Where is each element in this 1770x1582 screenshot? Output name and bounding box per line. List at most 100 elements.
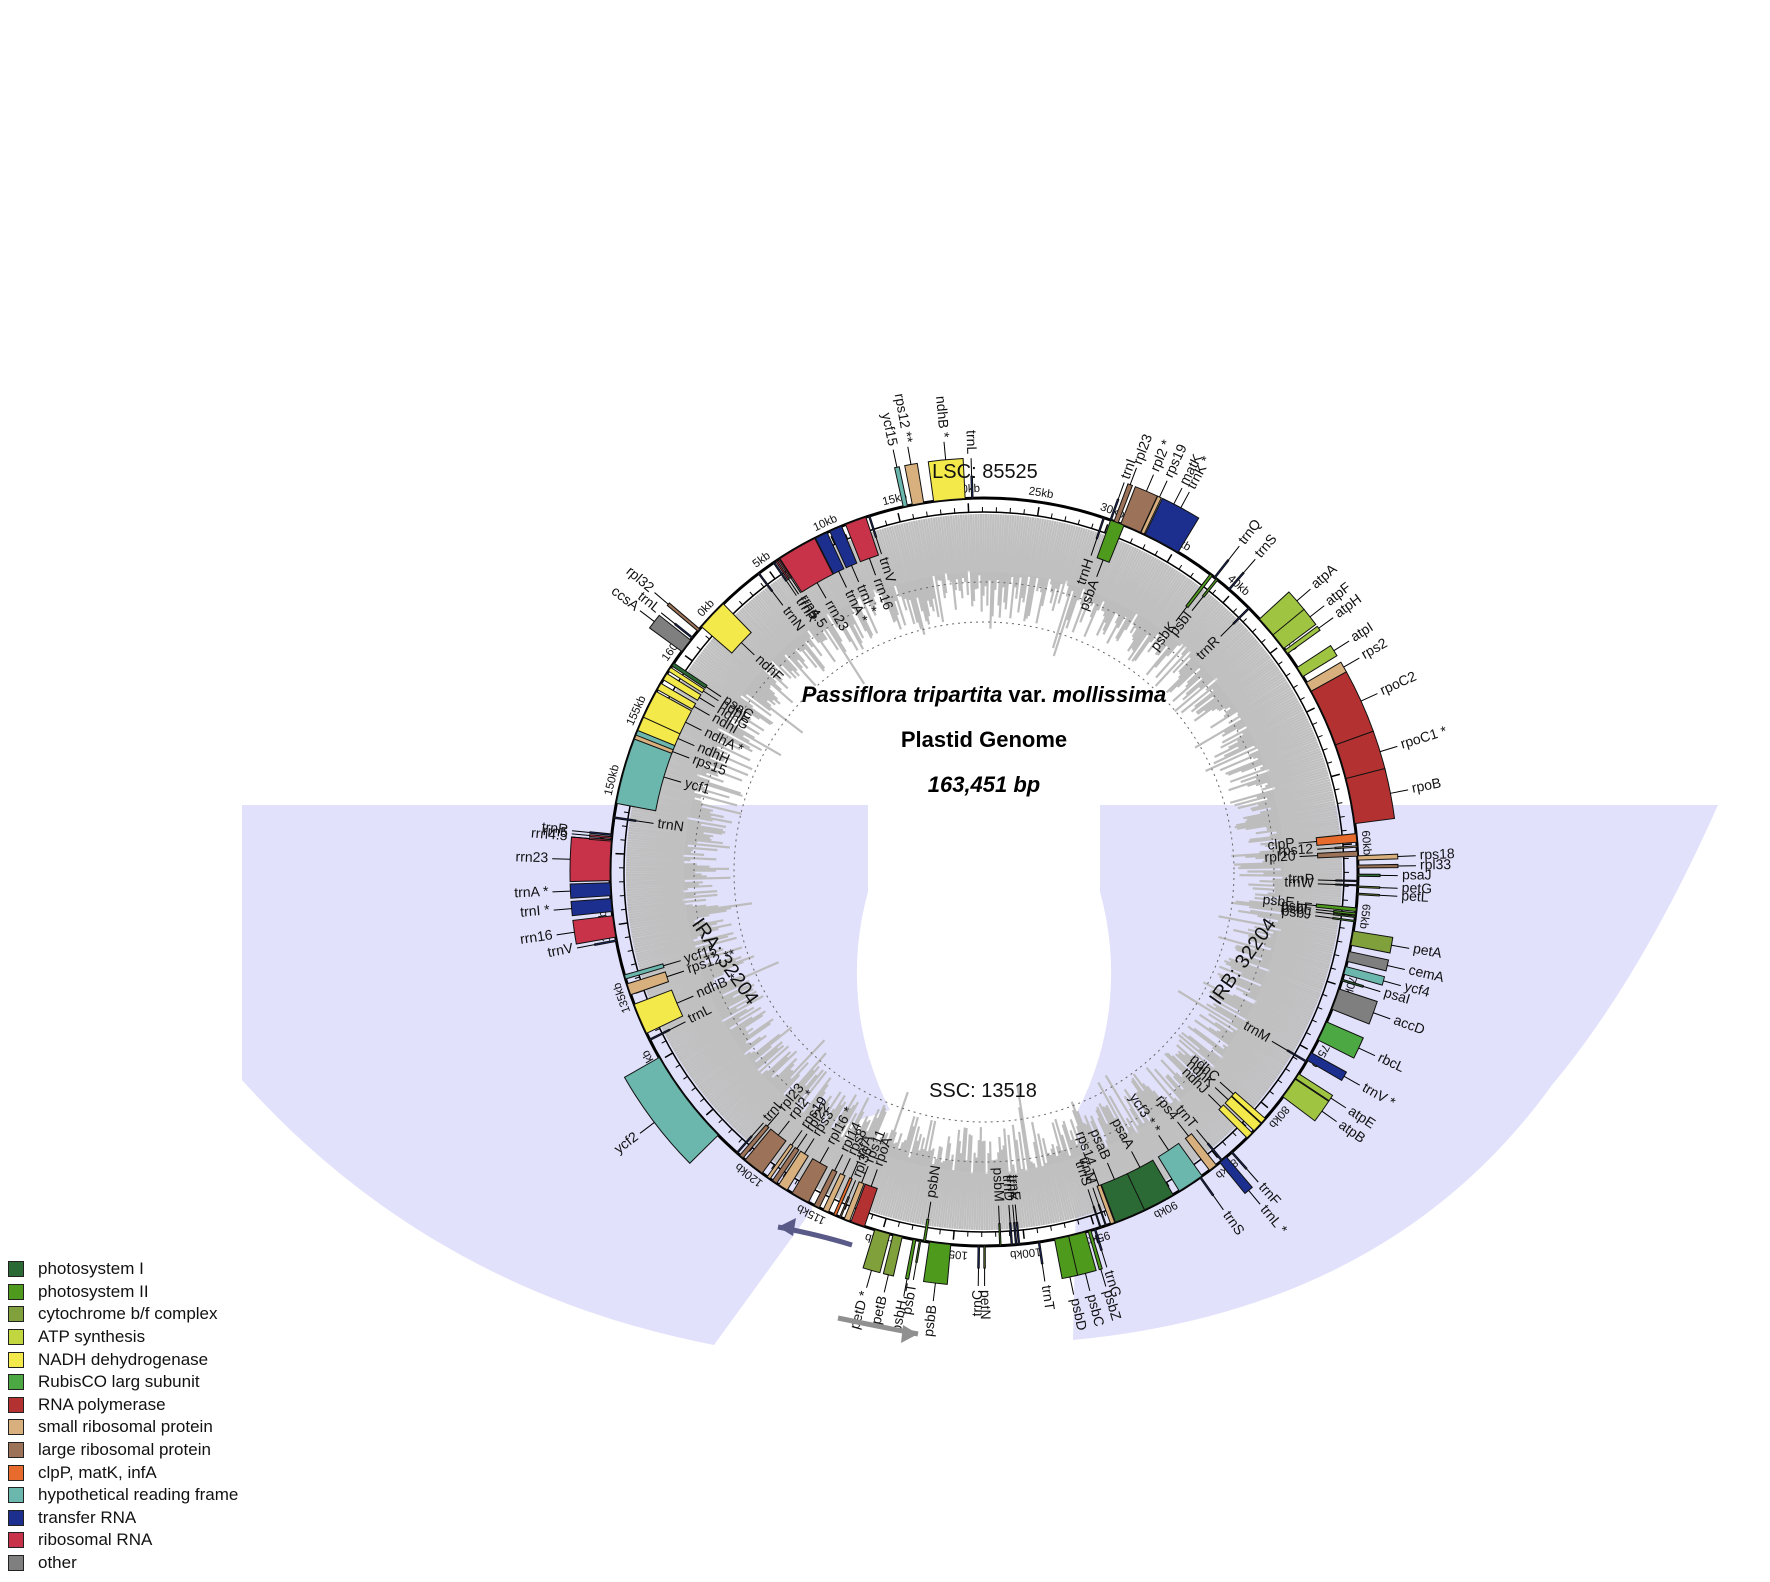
tick [882,1218,887,1228]
gene-psbT[interactable]: psbT [898,1239,922,1316]
gene-ndhBa[interactable]: ndhB * [927,395,966,502]
gene-rpl33[interactable]: rpl33 [1357,856,1451,872]
tick-label: 100kb [1009,1245,1041,1260]
gene-psbM[interactable]: psbM [990,1167,1008,1247]
tick [1103,1211,1107,1217]
tick [624,936,630,939]
gene-leader [1397,855,1416,857]
gene-rrn45b[interactable]: rrn4.5 [530,824,612,843]
gene-rps18[interactable]: rps18 [1357,845,1456,862]
gene-psaI[interactable]: psaI [1341,978,1412,1007]
gene-rpoB[interactable]: rpoB [1345,767,1442,825]
gene-trnNb[interactable]: trnN [613,815,685,835]
gene-rps12b[interactable]: rps12 [1278,840,1358,859]
gene-trnE[interactable]: trnE [1006,1174,1024,1245]
gene-cemA[interactable]: cemA [1346,950,1446,986]
gene-trnRb[interactable]: trnR [541,818,613,837]
gene-rps12a[interactable]: rps12 ** [892,392,925,506]
gene-rrn16b[interactable]: rrn16 [519,915,617,947]
tick [939,509,942,515]
tick [1190,572,1194,578]
gene-block [1332,916,1356,923]
tick [699,1098,705,1103]
gene-trnIa2[interactable]: trnI [1109,457,1139,521]
gene-rpl14[interactable]: rpl14 [813,1119,865,1209]
gene-rrn5b[interactable]: rrn5 [542,822,613,840]
gene-block [1343,965,1386,986]
gene-leader [1248,1190,1261,1205]
gene-trnD[interactable]: trnD [1000,1174,1018,1246]
gene-psbN[interactable]: psbN [922,1164,943,1242]
gene-psaJ[interactable]: psaJ [1357,866,1432,883]
gene-leader [1379,745,1398,753]
gene-psbL[interactable]: psbL [1281,899,1356,919]
gene-block [744,1128,787,1174]
tick [771,1164,775,1170]
gene-petL[interactable]: petL [1356,887,1429,905]
gene-trnVa[interactable]: trnV [867,515,900,585]
gene-block [838,1196,850,1219]
gene-petB[interactable]: petB [868,1234,903,1326]
gene-trnVb[interactable]: trnV [546,939,618,960]
legend-label: cytochrome b/f complex [38,1304,218,1324]
tick [1232,608,1238,613]
gene-psbH[interactable]: psbH [888,1238,917,1334]
legend-label: NADH dehydrogenase [38,1349,209,1369]
gene-block [1053,1235,1079,1280]
legend-label: hypothetical reading frame [38,1485,239,1505]
gene-psbJ[interactable]: psbJ [1281,902,1356,923]
gene-trnLa[interactable]: trnL [963,430,980,499]
gene-leader [1092,1168,1100,1186]
tick [1306,707,1315,713]
gene-label: trnR [541,818,569,837]
gene-leader [672,751,690,759]
gene-leader [868,558,877,576]
gene-trnY[interactable]: trnY [1004,1174,1022,1246]
tick [749,591,754,597]
gene-trnAb[interactable]: trnA * [514,882,612,901]
gene-leader [842,1158,851,1175]
gene-rpl20[interactable]: rpl20 [1264,847,1359,865]
gene-label: trnA * [514,883,549,901]
gene-petG[interactable]: petG [1357,879,1433,896]
gene-block [570,898,613,917]
gene-block [1015,1221,1021,1245]
gene-rps4[interactable]: rps4 [1153,1091,1218,1172]
gene-clpP[interactable]: clpP [1267,833,1358,853]
gene-leader [1330,1097,1347,1109]
gene-block [922,1241,952,1285]
tick [870,1214,874,1220]
arrow-ccw-head [778,1218,796,1236]
gene-leader [663,776,682,783]
tick [897,512,901,523]
gene-leader [1131,1151,1141,1168]
tick [1299,1044,1309,1050]
gene-block [1206,1142,1224,1162]
tick [1330,967,1336,970]
gene-trnC[interactable]: trnC [969,1245,985,1317]
gene-psbF[interactable]: psbF [1280,896,1357,916]
gene-trnT3[interactable]: trnT [1037,1241,1058,1312]
gene-ycf4[interactable]: ycf4 [1343,965,1432,1000]
gene-trnP[interactable]: trnP [1288,870,1359,887]
gene-psbE[interactable]: psbE [1262,891,1357,913]
gene-trnG[interactable]: trnG [1093,1228,1125,1299]
gene-rpoA[interactable]: rpoA [850,1134,895,1228]
gene-petA[interactable]: petA [1350,930,1444,961]
tick [952,1230,955,1240]
gene-trnIc[interactable]: trnI * [519,898,613,920]
gene-psbB[interactable]: psbB [920,1241,952,1337]
gene-psbD[interactable]: psbD [1053,1235,1091,1332]
gene-leader [1373,1012,1391,1020]
gene-trnS3[interactable]: trnS [1072,1158,1102,1229]
gene-trnW[interactable]: trnW [1284,873,1359,890]
tick [1212,589,1217,595]
gene-leader [703,690,719,702]
gene-petN[interactable]: petN [978,1245,994,1320]
gene-label: rps18 [1419,845,1455,862]
tick [621,825,627,827]
gene-ycf15a[interactable]: ycf15 [879,411,909,508]
gene-label: psbM [990,1167,1007,1202]
gene-block [822,1172,846,1213]
gene-leader [816,582,827,599]
